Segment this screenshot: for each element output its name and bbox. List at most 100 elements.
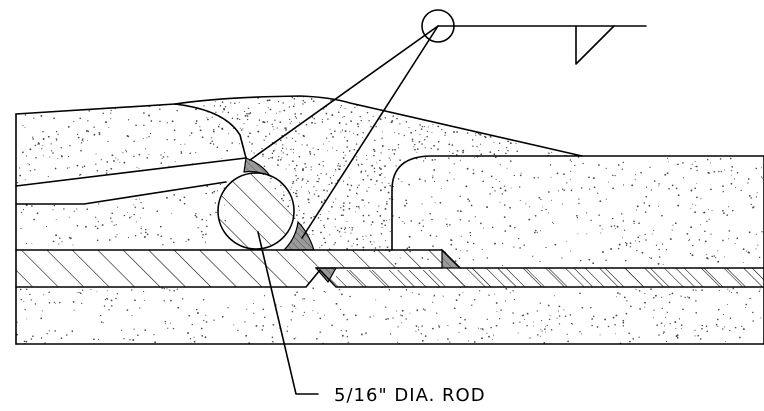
- stipple-dot: [52, 240, 55, 243]
- stipple-dot: [438, 96, 441, 99]
- stipple-dot: [257, 130, 260, 133]
- stipple-dot: [378, 205, 380, 207]
- stipple-dot: [526, 245, 529, 247]
- stipple-dot: [403, 104, 405, 107]
- stipple-dot: [139, 217, 141, 219]
- stipple-dot: [309, 150, 311, 153]
- stipple-dot: [692, 244, 694, 247]
- stipple-dot: [613, 225, 616, 227]
- stipple-dot: [202, 233, 204, 236]
- stipple-dot: [472, 172, 475, 175]
- stipple-dot: [396, 310, 398, 312]
- stipple-dot: [574, 96, 577, 98]
- stipple-dot: [558, 147, 561, 150]
- stipple-dot: [493, 119, 495, 121]
- stipple-dot: [130, 177, 132, 180]
- stipple-dot: [274, 149, 276, 151]
- stipple-dot: [611, 217, 614, 220]
- stipple-dot: [393, 153, 396, 155]
- stipple-dot: [580, 251, 582, 252]
- stipple-dot: [280, 150, 283, 152]
- stipple-dot: [113, 224, 115, 226]
- stipple-dot: [663, 331, 665, 333]
- stipple-dot: [401, 172, 403, 174]
- stipple-dot: [536, 188, 538, 190]
- stipple-dot: [545, 326, 546, 328]
- stipple-dot: [430, 243, 432, 245]
- stipple-dot: [658, 185, 660, 187]
- stipple-dot: [528, 337, 530, 339]
- stipple-dot: [424, 309, 426, 311]
- stipple-dot: [699, 224, 701, 226]
- stipple-dot: [306, 144, 308, 146]
- stipple-dot: [374, 139, 376, 142]
- stipple-dot: [750, 297, 752, 300]
- stipple-dot: [34, 169, 36, 171]
- stipple-dot: [624, 259, 627, 262]
- stipple-dot: [513, 174, 515, 177]
- stipple-dot: [212, 130, 215, 133]
- stipple-dot: [748, 194, 751, 197]
- stipple-dot: [394, 149, 396, 151]
- stipple-dot: [329, 234, 331, 236]
- stipple-dot: [358, 184, 360, 186]
- stipple-dot: [36, 212, 39, 215]
- stipple-dot: [198, 235, 200, 237]
- stipple-dot: [520, 133, 522, 135]
- stipple-dot: [596, 192, 599, 194]
- stipple-dot: [701, 327, 703, 330]
- stipple-dot: [115, 157, 117, 159]
- stipple-dot: [558, 305, 561, 308]
- stipple-dot: [218, 193, 220, 195]
- stipple-dot: [589, 188, 591, 190]
- stipple-dot: [227, 239, 230, 242]
- stipple-dot: [396, 117, 398, 120]
- stipple-dot: [420, 106, 422, 108]
- stipple-dot: [512, 248, 514, 250]
- stipple-dot: [429, 159, 432, 162]
- stipple-dot: [123, 338, 125, 340]
- stipple-dot: [422, 208, 425, 210]
- stipple-dot: [445, 186, 448, 188]
- stipple-dot: [171, 120, 174, 123]
- stipple-dot: [676, 334, 679, 337]
- stipple-dot: [530, 206, 532, 208]
- stipple-dot: [389, 198, 391, 200]
- stipple-dot: [403, 198, 405, 200]
- stipple-dot: [107, 140, 109, 143]
- stipple-dot: [494, 214, 497, 217]
- stipple-dot: [624, 241, 627, 244]
- stipple-dot: [32, 335, 34, 337]
- stipple-dot: [195, 162, 197, 164]
- stipple-dot: [499, 230, 502, 233]
- stipple-dot: [396, 100, 399, 103]
- stipple-dot: [634, 240, 636, 242]
- stipple-dot: [102, 322, 104, 324]
- stipple-dot: [472, 242, 475, 245]
- stipple-dot: [224, 173, 226, 176]
- stipple-dot: [500, 309, 502, 311]
- stipple-dot: [103, 305, 106, 307]
- stipple-dot: [579, 208, 581, 210]
- stipple-dot: [542, 132, 544, 134]
- stipple-dot: [347, 341, 349, 343]
- stipple-dot: [420, 225, 423, 228]
- stipple-dot: [462, 191, 465, 194]
- stipple-dot: [695, 300, 697, 302]
- stipple-dot: [450, 167, 453, 170]
- stipple-dot: [211, 202, 213, 205]
- stipple-dot: [87, 130, 90, 133]
- stipple-dot: [687, 296, 689, 298]
- stipple-dot: [195, 308, 198, 311]
- stipple-dot: [203, 319, 205, 322]
- stipple-dot: [421, 173, 423, 175]
- stipple-dot: [340, 214, 343, 217]
- stipple-dot: [397, 178, 400, 180]
- stipple-dot: [723, 169, 725, 171]
- stipple-dot: [24, 308, 26, 311]
- stipple-dot: [184, 112, 186, 114]
- stipple-dot: [430, 176, 432, 178]
- stipple-dot: [210, 205, 213, 207]
- stipple-dot: [356, 193, 359, 195]
- stipple-dot: [569, 314, 572, 316]
